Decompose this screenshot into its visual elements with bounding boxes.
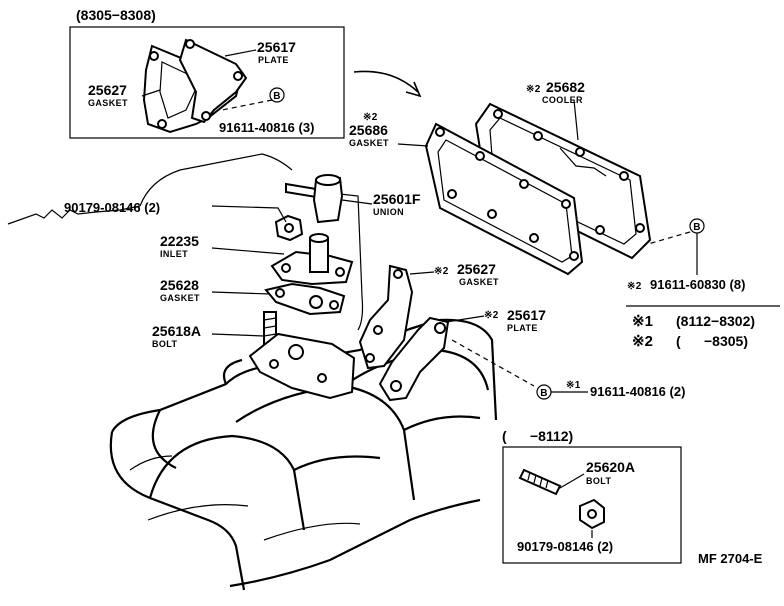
inset-bolt-name: BOLT: [586, 476, 612, 486]
legend-row1-mark: ※1: [632, 313, 653, 330]
cooler-shape: [474, 102, 652, 260]
cooler-name: COOLER: [542, 95, 583, 105]
legend-row1-range: (8112−8302): [676, 313, 755, 329]
inset-bottom: ( −8112) 25620A BOLT 90179-08146 (2): [502, 428, 682, 564]
union-bolt-part-no: 90179-08146 (2): [64, 200, 160, 215]
inset-top-range: (8305−8308): [76, 7, 156, 23]
inset-bolt-shape: [518, 468, 562, 496]
inlet-gasket-name: GASKET: [160, 293, 200, 303]
bolt-symbol-letter: B: [693, 222, 701, 233]
inlet-gasket-shape: [264, 282, 346, 316]
cooler-mark: ※2: [526, 84, 541, 95]
inlet-name: INLET: [160, 249, 188, 259]
cooler-gasket-part-no: 25686: [349, 122, 388, 138]
inset-plate-name: PLATE: [258, 55, 289, 65]
cooler-bolt-part-no: 91611-60830 (8): [650, 277, 745, 292]
legend: ※1 (8112−8302) ※2 ( −8305): [626, 305, 780, 350]
water-inlet-group: B 90179-08146 (2) 25601F UNION 22235 INL…: [64, 174, 685, 402]
bolt-2-mark: ※1: [566, 380, 581, 391]
gasket-2-part-no: 25627: [457, 261, 496, 277]
arrow-icon: [353, 70, 419, 93]
inset-top: (8305−8308) B 25617 PLATE 25627 GASKET 9…: [69, 7, 345, 139]
figure-id: MF 2704-E: [698, 551, 763, 566]
bolt-symbol-letter: B: [273, 91, 281, 102]
stud-bolt-name: BOLT: [152, 339, 178, 349]
mounting-pad-shape: [248, 332, 356, 400]
stud-bolt-part-no: 25618A: [152, 323, 201, 339]
plate-2-part-no: 25617: [507, 307, 546, 323]
inset-top-frame: [69, 26, 345, 139]
inset-plate-part-no: 25617: [257, 39, 296, 55]
cooler-gasket-mark: ※2: [363, 112, 378, 123]
inset-bottom-frame: [502, 446, 682, 564]
bolt-2-part-no: 91611-40816 (2): [590, 384, 685, 399]
gasket-2-shape: [358, 264, 414, 370]
union-part-no: 25601F: [373, 191, 421, 207]
plate-2-mark: ※2: [484, 310, 499, 321]
wire-hose: [7, 205, 141, 225]
inset-bolt-part-no: 25620A: [586, 459, 635, 475]
union-name: UNION: [373, 207, 404, 217]
gasket-2-name: GASKET: [459, 277, 499, 287]
legend-row2-range: ( −8305): [676, 333, 748, 349]
gasket-2-mark: ※2: [434, 266, 449, 277]
plate-2-shape: [378, 316, 450, 402]
bolt-symbol-letter: B: [540, 388, 548, 399]
inset-gasket-part-no: 25627: [88, 82, 127, 98]
bolt-symbol-icon: [269, 87, 285, 103]
cooler-part-no: 25682: [546, 79, 585, 95]
inlet-part-no: 22235: [160, 233, 199, 249]
inset-nut-part-no: 90179-08146 (2): [517, 539, 613, 554]
inlet-gasket-part-no: 25628: [160, 277, 199, 293]
legend-row2-mark: ※2: [632, 333, 653, 350]
inset-bottom-range: ( −8112): [502, 428, 573, 444]
inlet-pipe-shape: [309, 237, 329, 273]
cooler-bolt-mark: ※2: [627, 281, 642, 292]
plate-2-name: PLATE: [507, 323, 538, 333]
oil-cooler-assembly: B ※2 25682 COOLER ※2 25686 GASKET ※2 916…: [349, 79, 745, 292]
inset-bolt-part-no: 91611-40816 (3): [219, 120, 314, 135]
inset-gasket-name: GASKET: [88, 98, 128, 108]
cooler-gasket-name: GASKET: [349, 138, 389, 148]
